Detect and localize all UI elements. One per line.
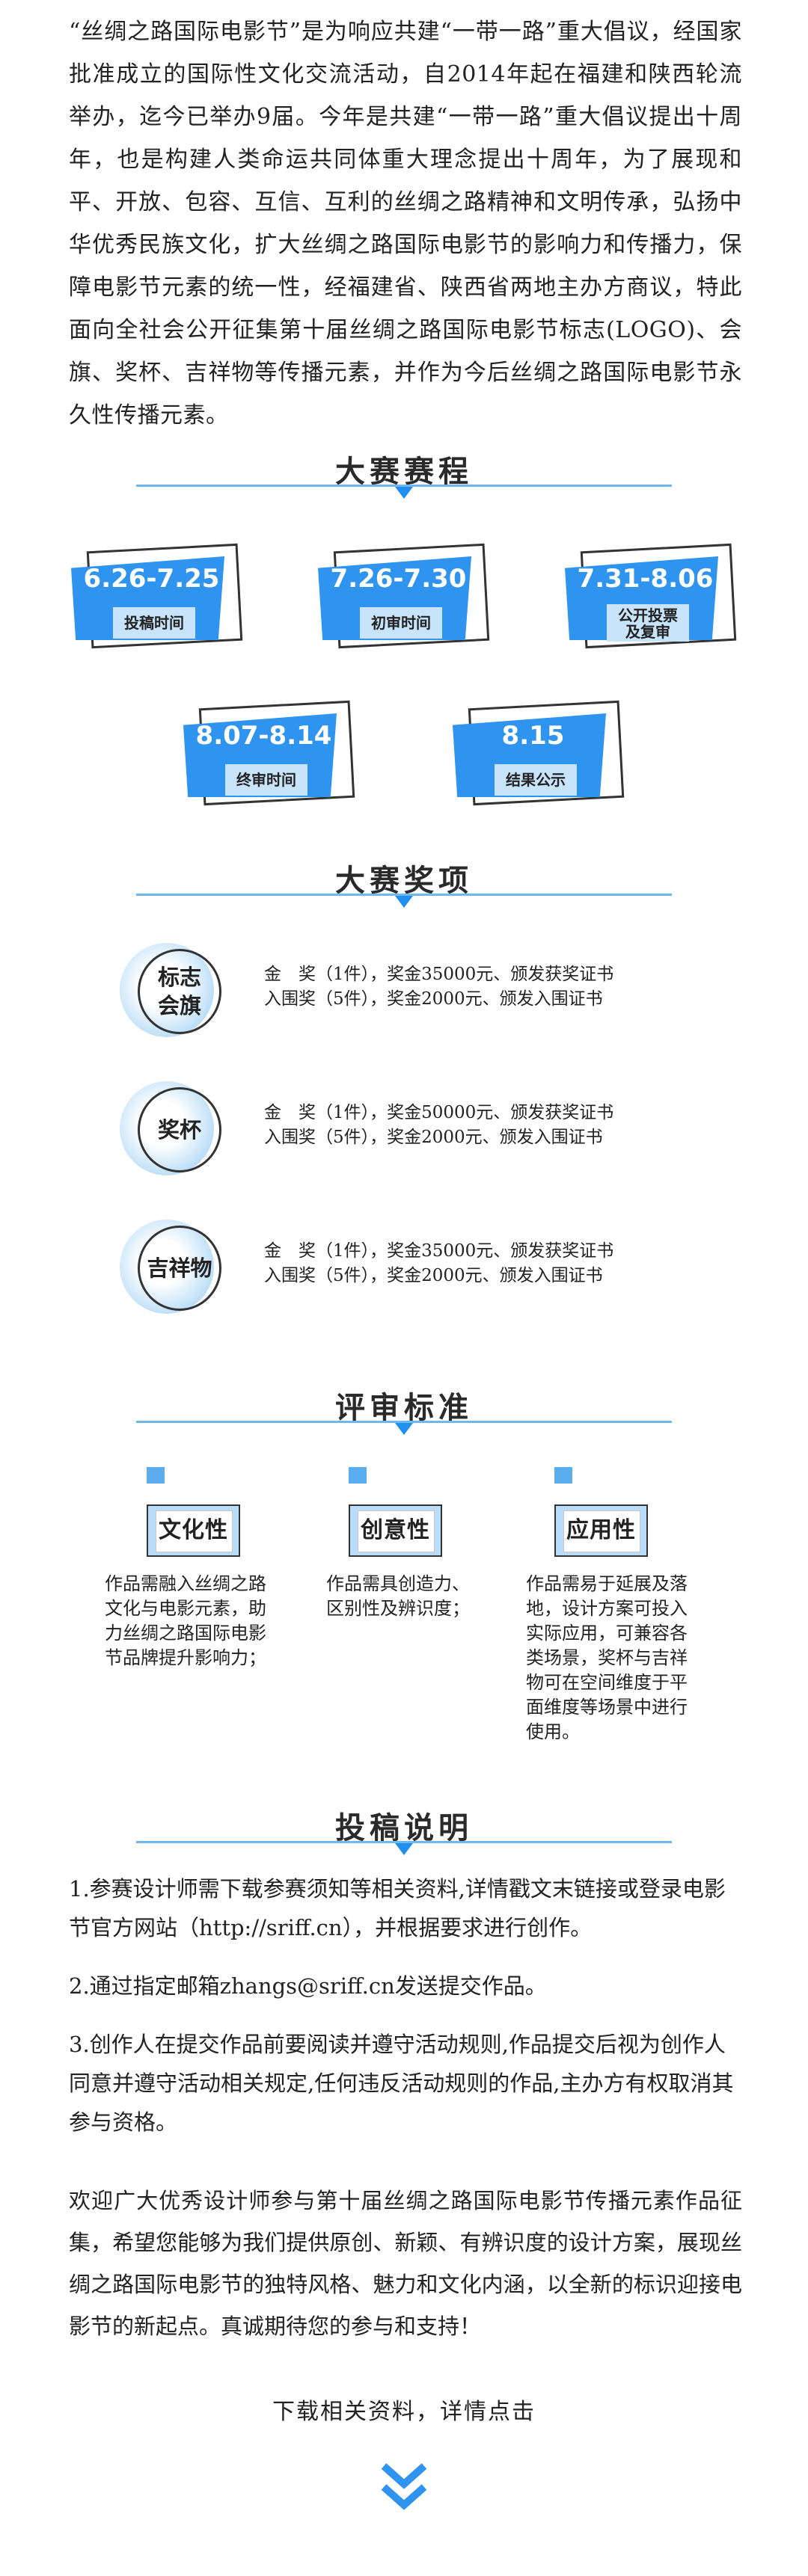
section-pointer-icon <box>395 487 413 499</box>
award-finalist: 入围奖（5件），奖金2000元、颁发入围证书 <box>264 1266 603 1285</box>
award-name: 标志 会旗 <box>138 949 221 1034</box>
criterion-name: 文化性 <box>159 1517 228 1543</box>
section-divider <box>136 894 672 896</box>
award-finalist: 入围奖（5件），奖金2000元、颁发入围证书 <box>264 989 603 1009</box>
criterion-desc: 作品需具创造力、区别性及辨识度； <box>326 1573 470 1619</box>
submission-item-2: 2.通过指定邮箱zhangs@sriff.cn发送提交作品。 <box>69 1973 547 1999</box>
closing-paragraph: 欢迎广大优秀设计师参与第十届丝绸之路国际电影节传播元素作品征集，希望您能够为我们… <box>69 2188 742 2339</box>
section-pointer-icon <box>395 1423 413 1435</box>
award-badge: 吉祥物 <box>120 1215 224 1320</box>
schedule-card-5: 8.15 结果公示 <box>453 700 625 806</box>
award-name-line2: 会旗 <box>157 993 201 1018</box>
schedule-label: 终审时间 <box>225 764 307 796</box>
criterion-box-inner <box>156 1510 233 1552</box>
criterion-desc: 作品需易于延展及落地，设计方案可投入实际应用，可兼容各类场景，奖杯与吉祥物可在空… <box>526 1573 688 1742</box>
award-badge: 奖杯 <box>120 1077 224 1181</box>
section-title-criteria: 评审标准 <box>335 1390 473 1425</box>
schedule-card-2: 7.26-7.30 初审时间 <box>318 543 490 649</box>
schedule-date: 6.26-7.25 <box>83 564 220 594</box>
submission-item-1: 1.参赛设计师需下载参赛须知等相关资料,详情戳文末链接或登录电影节官方网站（ht… <box>69 1876 726 1940</box>
schedule-label: 公开投票 及复审 <box>607 604 689 642</box>
award-prizes: 金 奖（1件），奖金50000元、颁发获奖证书入围奖（5件），奖金2000元、颁… <box>264 1101 613 1150</box>
schedule-date: 8.07-8.14 <box>195 721 332 751</box>
submission-item-3: 3.创作人在提交作品前要阅读并遵守活动规则,作品提交后视为创作人同意并遵守活动相… <box>69 2032 734 2135</box>
criterion-box-inner <box>563 1510 640 1552</box>
schedule-date: 8.15 <box>501 721 565 751</box>
award-name: 吉祥物 <box>147 1255 212 1281</box>
badge-ring <box>138 949 221 1034</box>
criterion-marker-icon <box>554 1467 572 1484</box>
section-title-submission: 投稿说明 <box>335 1810 473 1845</box>
award-row-logo-flag: 标志 会旗 金 奖（1件），奖金35000元、颁发获奖证书入围奖（5件），奖金2… <box>120 938 703 1043</box>
schedule-date: 7.26-7.30 <box>330 564 467 594</box>
criterion-name: 创意性 <box>361 1517 430 1543</box>
section-divider <box>136 1841 672 1843</box>
criterion-box: 应用性 <box>554 1504 648 1557</box>
criterion-marker-icon <box>147 1467 165 1484</box>
schedule-date: 7.31-8.06 <box>577 564 714 594</box>
award-gold: 金 奖（1件），奖金35000元、颁发获奖证书 <box>264 965 614 984</box>
schedule-label-line1: 公开投票 <box>618 606 678 624</box>
submission-list: 1.参赛设计师需下载参赛须知等相关资料,详情戳文末链接或登录电影节官方网站（ht… <box>69 1869 742 2161</box>
award-prizes: 金 奖（1件），奖金35000元、颁发获奖证书入围奖（5件），奖金2000元、颁… <box>264 1239 613 1288</box>
section-divider <box>136 1421 672 1423</box>
award-badge: 标志 会旗 <box>120 938 224 1043</box>
download-prompt[interactable]: 下载相关资料，详情点击 <box>272 2399 536 2425</box>
badge-ring <box>138 1087 221 1172</box>
criterion-name: 应用性 <box>566 1517 636 1543</box>
criterion-desc: 作品需融入丝绸之路文化与电影元素，助力丝绸之路国际电影节品牌提升影响力； <box>105 1573 266 1668</box>
schedule-label: 初审时间 <box>360 607 442 639</box>
award-gold: 金 奖（1件），奖金50000元、颁发获奖证书 <box>264 1103 614 1122</box>
award-prizes: 金 奖（1件），奖金35000元、颁发获奖证书入围奖（5件），奖金2000元、颁… <box>264 962 613 1012</box>
schedule-card-1: 6.26-7.25 投稿时间 <box>71 543 243 649</box>
award-row-trophy: 奖杯 金 奖（1件），奖金50000元、颁发获奖证书入围奖（5件），奖金2000… <box>120 1077 703 1181</box>
award-name-line1: 标志 <box>157 965 201 990</box>
section-title-awards: 大赛奖项 <box>335 863 473 898</box>
section-divider <box>136 485 672 487</box>
section-title-schedule: 大赛赛程 <box>335 454 473 489</box>
badge-ring <box>138 1226 221 1311</box>
schedule-card-4: 8.07-8.14 终审时间 <box>183 700 355 806</box>
award-finalist: 入围奖（5件），奖金2000元、颁发入围证书 <box>264 1128 603 1147</box>
award-name: 奖杯 <box>157 1117 201 1143</box>
section-pointer-icon <box>395 1843 413 1855</box>
section-pointer-icon <box>395 896 413 908</box>
criterion-box: 创意性 <box>349 1504 442 1557</box>
criterion-box: 文化性 <box>147 1504 240 1557</box>
double-chevron-down-icon[interactable] <box>378 2460 430 2512</box>
schedule-card-3: 7.31-8.06 公开投票 及复审 <box>565 543 737 649</box>
intro-paragraph: “丝绸之路国际电影节”是为响应共建“一带一路”重大倡议，经国家批准成立的国际性文… <box>69 10 742 437</box>
criterion-marker-icon <box>349 1467 367 1484</box>
award-row-mascot: 吉祥物 金 奖（1件），奖金35000元、颁发获奖证书入围奖（5件），奖金200… <box>120 1215 703 1320</box>
schedule-label: 结果公示 <box>495 764 577 796</box>
schedule-label: 投稿时间 <box>113 607 195 639</box>
award-gold: 金 奖（1件），奖金35000元、颁发获奖证书 <box>264 1241 614 1261</box>
schedule-label-line2: 及复审 <box>625 623 670 641</box>
criterion-box-inner <box>358 1510 435 1552</box>
intro-text: “丝绸之路国际电影节”是为响应共建“一带一路”重大倡议，经国家批准成立的国际性文… <box>69 19 742 428</box>
